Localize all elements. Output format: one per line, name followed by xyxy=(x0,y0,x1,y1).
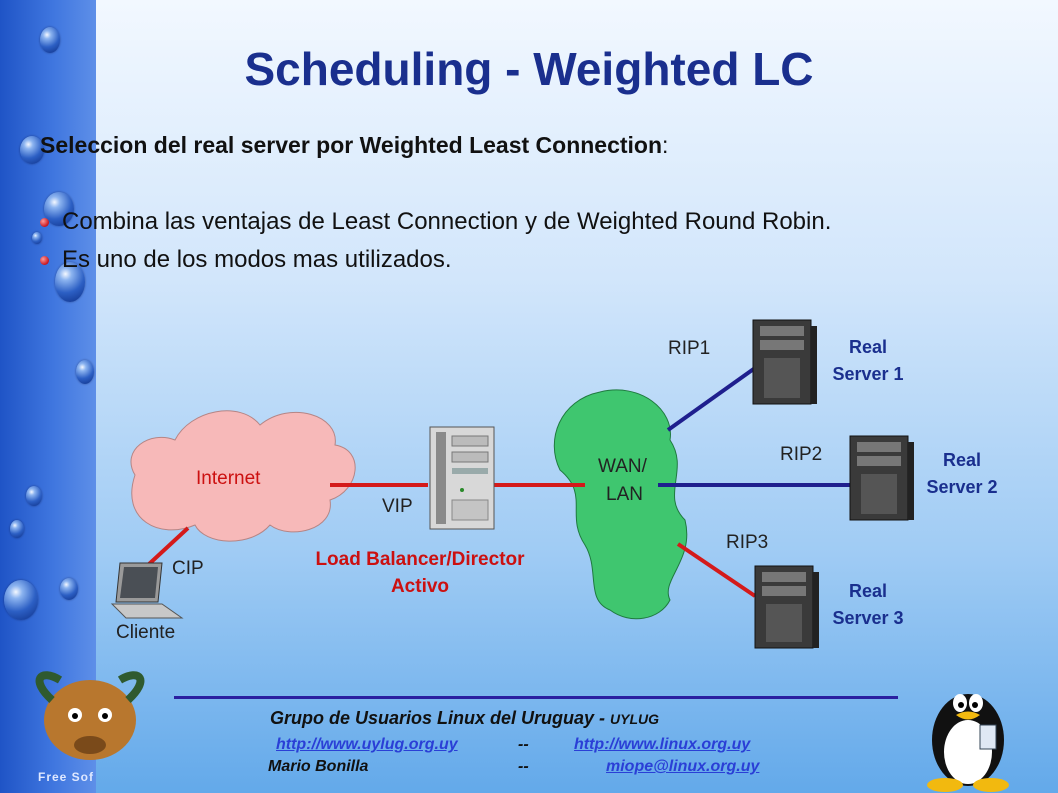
link-wan-rip1 xyxy=(666,366,757,432)
bullet-text: Combina las ventajas de Least Connection… xyxy=(62,208,832,235)
cip-label: CIP xyxy=(172,558,204,579)
real-server-1-icon xyxy=(752,319,817,405)
load-balancer-label: Load Balancer/Director Activo xyxy=(270,546,570,600)
bullet-icon xyxy=(40,218,49,227)
internet-cloud xyxy=(130,410,356,542)
real-server-2-icon xyxy=(849,435,914,521)
page-title: Scheduling - Weighted LC xyxy=(244,43,814,95)
bubble-icon xyxy=(76,360,94,384)
bubble-icon xyxy=(44,192,74,226)
footer-separator-2: -- xyxy=(518,758,529,775)
real-server-3-icon xyxy=(754,565,819,649)
bubble-icon xyxy=(40,27,60,53)
internet-label: Internet xyxy=(196,468,261,489)
email-link[interactable]: miope@linux.org.uy xyxy=(606,758,760,775)
link-client-internet xyxy=(146,526,190,567)
bubble-icon xyxy=(32,232,42,244)
client-label: Cliente xyxy=(116,622,176,643)
gnu-logo-icon xyxy=(35,671,145,760)
tux-logo-icon xyxy=(927,694,1009,792)
footer-group: Grupo de Usuarios Linux del Uruguay - UY… xyxy=(270,708,659,729)
footer-group-short: UYLUG xyxy=(610,711,660,727)
bubble-icon xyxy=(4,580,38,620)
footer-divider xyxy=(174,696,898,699)
bubble-icon xyxy=(10,520,24,538)
load-balancer-label-line2: Activo xyxy=(390,576,450,597)
bubble-icon xyxy=(20,136,44,164)
linux-org-link[interactable]: http://www.linux.org.uy xyxy=(574,736,751,753)
real-server-3-label: Real Server 3 xyxy=(810,578,926,632)
rip3-label: RIP3 xyxy=(726,532,769,553)
real-server-3-line2: Server 3 xyxy=(832,608,904,628)
real-server-3-line1: Real xyxy=(848,581,888,601)
real-server-2-label: Real Server 2 xyxy=(904,447,1020,501)
footer-separator: -- xyxy=(518,736,529,753)
link-wan-rip3 xyxy=(676,542,757,598)
footer-group-name: Grupo de Usuarios Linux del Uruguay - xyxy=(270,708,611,728)
bubble-icon xyxy=(26,486,42,506)
wan-label-line2: LAN xyxy=(606,484,643,505)
free-software-text: Free Sof xyxy=(38,770,95,784)
wan-label-line1: WAN/ xyxy=(598,456,647,477)
bullet-icon xyxy=(40,256,49,265)
laptop-icon xyxy=(110,562,184,619)
real-server-1-line2: Server 1 xyxy=(832,364,904,384)
sidebar xyxy=(0,0,96,793)
real-server-1-label: Real Server 1 xyxy=(810,334,926,388)
load-balancer-label-line1: Load Balancer/Director xyxy=(315,549,525,570)
bullet-text: Es uno de los modos mas utilizados. xyxy=(62,246,452,273)
real-server-1-line1: Real xyxy=(848,337,888,357)
footer-author: Mario Bonilla xyxy=(268,758,369,775)
real-server-2-line2: Server 2 xyxy=(926,477,998,497)
bubble-icon xyxy=(60,578,78,600)
subtitle: Seleccion del real server por Weighted L… xyxy=(40,132,668,159)
real-server-2-line1: Real xyxy=(942,450,982,470)
bubble-icon xyxy=(55,262,85,302)
subtitle-strong: Seleccion del real server por Weighted L… xyxy=(40,132,663,158)
subtitle-colon: : xyxy=(662,132,669,158)
vip-label: VIP xyxy=(382,496,413,517)
wan-lan-cloud xyxy=(553,389,688,620)
rip2-label: RIP2 xyxy=(780,444,823,465)
uylug-link[interactable]: http://www.uylug.org.uy xyxy=(276,736,458,753)
rip1-label: RIP1 xyxy=(668,338,711,359)
load-balancer-icon xyxy=(429,426,495,530)
